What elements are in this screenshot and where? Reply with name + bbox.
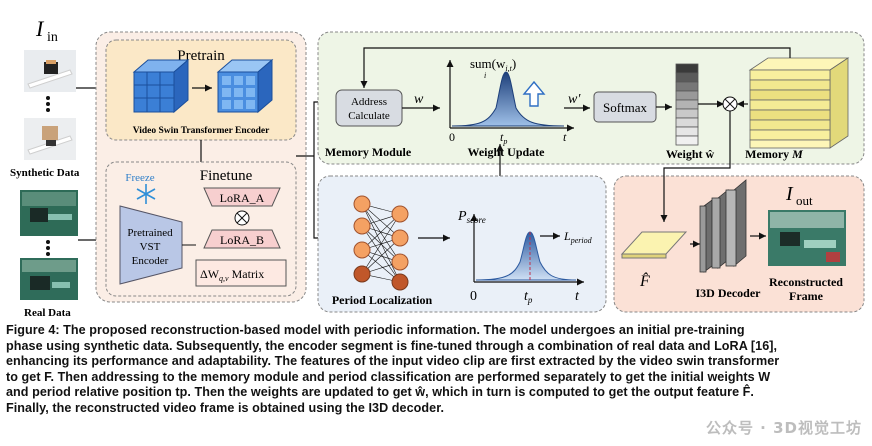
vst-encoder-label: Video Swin Transformer Encoder (133, 126, 270, 136)
lora-a-block (203, 187, 281, 207)
pretrained-vst-line1: Pretrained (127, 227, 173, 239)
watermark: 公众号 · 3D视觉工坊 (705, 419, 862, 437)
figure-caption: Figure 4: The proposed reconstruction-ba… (6, 323, 868, 417)
pretrained-vst-encoder (119, 205, 183, 285)
weight-hat-label: Weight ŵ (666, 147, 715, 161)
svg-text:0: 0 (470, 289, 477, 304)
weight-update-label: Weight Update (467, 145, 545, 159)
weight-hat-vector (675, 63, 699, 146)
reconstructed-frame-image (768, 210, 846, 266)
figure-diagram: I in Synthetic Data Real Data Pretrain (10, 16, 865, 319)
svg-text:I: I (35, 16, 45, 41)
memory-module-label: Memory Module (325, 145, 412, 159)
caption-line: Finally, the reconstructed video frame i… (6, 400, 444, 415)
period-localization-label: Period Localization (332, 293, 433, 307)
period-score-plot: 0 t tp (470, 214, 584, 305)
delta-w-label: ΔWq,v Matrix (200, 267, 264, 283)
memory-m-stack (748, 57, 850, 149)
real-data-images (20, 190, 78, 300)
svg-text:tp: tp (500, 130, 507, 146)
lora-b-block (203, 229, 281, 249)
i3d-decoder-blocks (699, 179, 747, 273)
synthetic-data-images (24, 50, 76, 160)
pretrained-vst-line3: Encoder (132, 255, 169, 267)
memory-m-label: Memory M (745, 147, 803, 161)
vst-cube-icon (132, 58, 190, 114)
reconstructed-line1: Reconstructed (769, 275, 843, 289)
l-period-label: Lperiod (563, 229, 593, 245)
p-score-label: Pscore (457, 209, 486, 225)
input-label: I in (35, 16, 58, 45)
lora-a-label: LoRA_A (220, 191, 265, 205)
caption-line: Figure 4: The proposed reconstruction-ba… (6, 323, 745, 337)
pretrain-title: Pretrain (177, 48, 225, 64)
caption-line: and period relative position tp. Then th… (6, 385, 754, 400)
svg-text:t: t (575, 289, 580, 304)
sum-under: i (484, 71, 486, 80)
w-label: w (414, 92, 424, 107)
memory-module-panel (317, 31, 865, 165)
weight-update-plot: 0 t tp (446, 60, 574, 146)
lora-b-label: LoRA_B (220, 233, 264, 247)
address-line1: Address (351, 96, 387, 108)
f-hat-feature-map (620, 231, 688, 259)
output-label: I out (785, 183, 813, 208)
svg-text:t: t (563, 130, 567, 144)
mlp-network-icon (353, 195, 409, 291)
caption-line: phase using synthetic data. Subsequently… (6, 338, 778, 353)
pretrained-vst-line2: VST (140, 241, 161, 253)
freeze-label: Freeze (125, 172, 154, 184)
sum-label: sum(wi,t) (470, 56, 516, 73)
arrow-otimes-to-fhat (660, 111, 731, 222)
finetune-title: Finetune (200, 168, 253, 184)
w-prime-label: w′ (568, 92, 581, 107)
svg-text:tp: tp (524, 289, 533, 305)
delta-w-matrix (195, 259, 287, 287)
reconstructed-line2: Frame (789, 289, 824, 303)
f-hat-label: F̂ (639, 271, 650, 290)
svg-text:0: 0 (449, 130, 455, 144)
caption-line: to get F. Then addressing to the memory … (6, 369, 771, 384)
caption-line: enhancing its performance and adaptabili… (6, 354, 780, 369)
arrow-memory-to-address (360, 47, 791, 88)
address-line2: Calculate (348, 110, 390, 122)
snowflake-icon (136, 184, 156, 204)
i3d-decoder-label: I3D Decoder (696, 286, 762, 300)
real-data-label: Real Data (24, 307, 71, 319)
vst-grid-cube-icon (216, 58, 274, 114)
up-arrow-icon (522, 80, 546, 107)
softmax-label: Softmax (603, 100, 648, 115)
svg-text:in: in (47, 30, 58, 45)
svg-text:I: I (785, 183, 794, 205)
svg-text:out: out (796, 193, 813, 208)
synthetic-data-label: Synthetic Data (10, 167, 80, 179)
